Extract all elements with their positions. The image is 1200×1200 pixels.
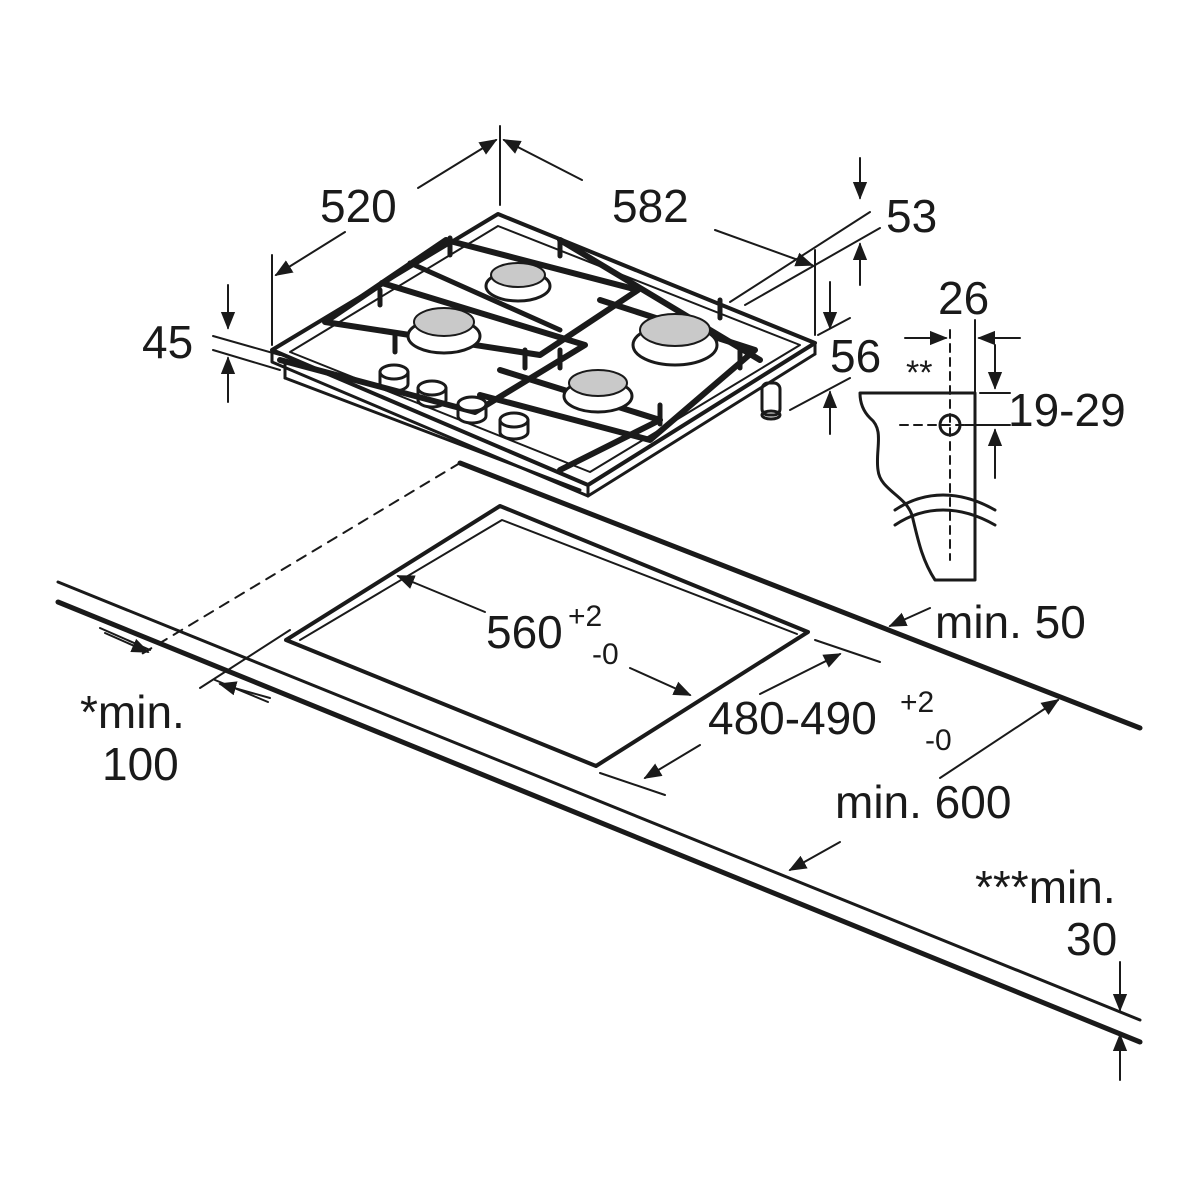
control-knobs <box>378 363 530 441</box>
knob-2 <box>416 379 448 409</box>
label-double-star: ** <box>906 354 932 392</box>
pan-supports <box>277 235 763 473</box>
label-480-490: 480-490 +2 -0 <box>708 686 952 757</box>
label-min-100-line1: *min. <box>80 686 185 738</box>
knob-1 <box>378 363 410 393</box>
label-min-30-line1: ***min. <box>975 861 1116 913</box>
burner-rear-right <box>631 313 719 367</box>
burner-front-right <box>562 369 634 414</box>
burner-rear-left <box>484 262 552 303</box>
knob-4 <box>498 411 530 441</box>
label-19-29: 19-29 <box>1008 384 1126 436</box>
label-min-100-line2: 100 <box>102 738 179 790</box>
dimension-lines <box>99 125 1128 1081</box>
label-520: 520 <box>320 180 397 232</box>
knob-3 <box>456 395 488 425</box>
svg-text:+2: +2 <box>900 686 934 719</box>
svg-text:560: 560 <box>486 606 563 658</box>
svg-text:+2: +2 <box>568 600 602 633</box>
label-56: 56 <box>830 330 881 382</box>
label-26: 26 <box>938 272 989 324</box>
worktop <box>55 460 1143 1045</box>
svg-text:-0: -0 <box>592 638 619 671</box>
label-582: 582 <box>612 180 689 232</box>
label-53: 53 <box>886 190 937 242</box>
cutout <box>284 504 810 768</box>
label-min-30-line2: 30 <box>1066 913 1117 965</box>
burner-front-left <box>406 307 482 355</box>
svg-text:-0: -0 <box>925 724 952 757</box>
label-min-50: min. 50 <box>935 596 1086 648</box>
gas-hob <box>270 212 817 498</box>
svg-text:480-490: 480-490 <box>708 692 877 744</box>
label-560: 560 +2 -0 <box>486 600 619 671</box>
label-45: 45 <box>142 316 193 368</box>
label-min-600: min. 600 <box>835 776 1011 828</box>
dimension-labels: 520 582 53 45 56 26 ** 19-29 min. 50 560… <box>80 180 1126 965</box>
gas-connector-profile <box>858 319 997 582</box>
